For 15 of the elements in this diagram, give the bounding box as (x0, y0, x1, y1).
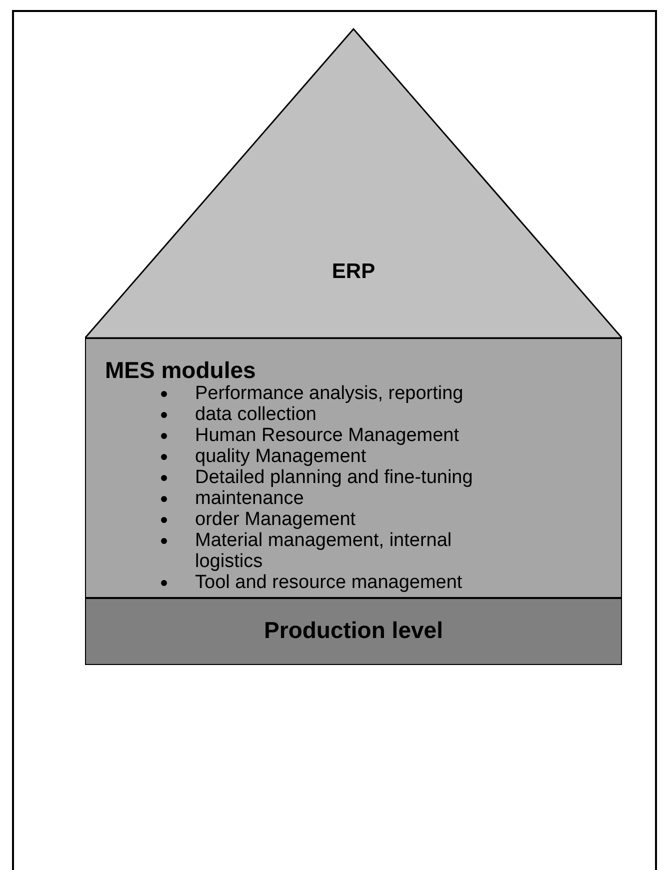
modules-panel (85, 338, 622, 598)
bullet-item: data collection (158, 404, 498, 425)
production-bar (85, 598, 622, 665)
bullet-item: Detailed planning and fine-tuning (158, 467, 498, 488)
bullet-item: maintenance (158, 488, 498, 509)
bar-label: Production level (263, 617, 444, 644)
roof-label: ERP (330, 260, 376, 284)
panel-heading: MES modules (105, 357, 256, 384)
bullet-item: Material management, internal logistics (158, 530, 498, 572)
bullet-item: Human Resource Management (158, 425, 498, 446)
bullet-item: Tool and resource management (158, 572, 498, 593)
roof-triangle (85, 28, 622, 338)
bullet-item: order Management (158, 509, 498, 530)
bullet-item: Performance analysis, reporting (158, 383, 498, 404)
bullet-item: quality Management (158, 446, 498, 467)
